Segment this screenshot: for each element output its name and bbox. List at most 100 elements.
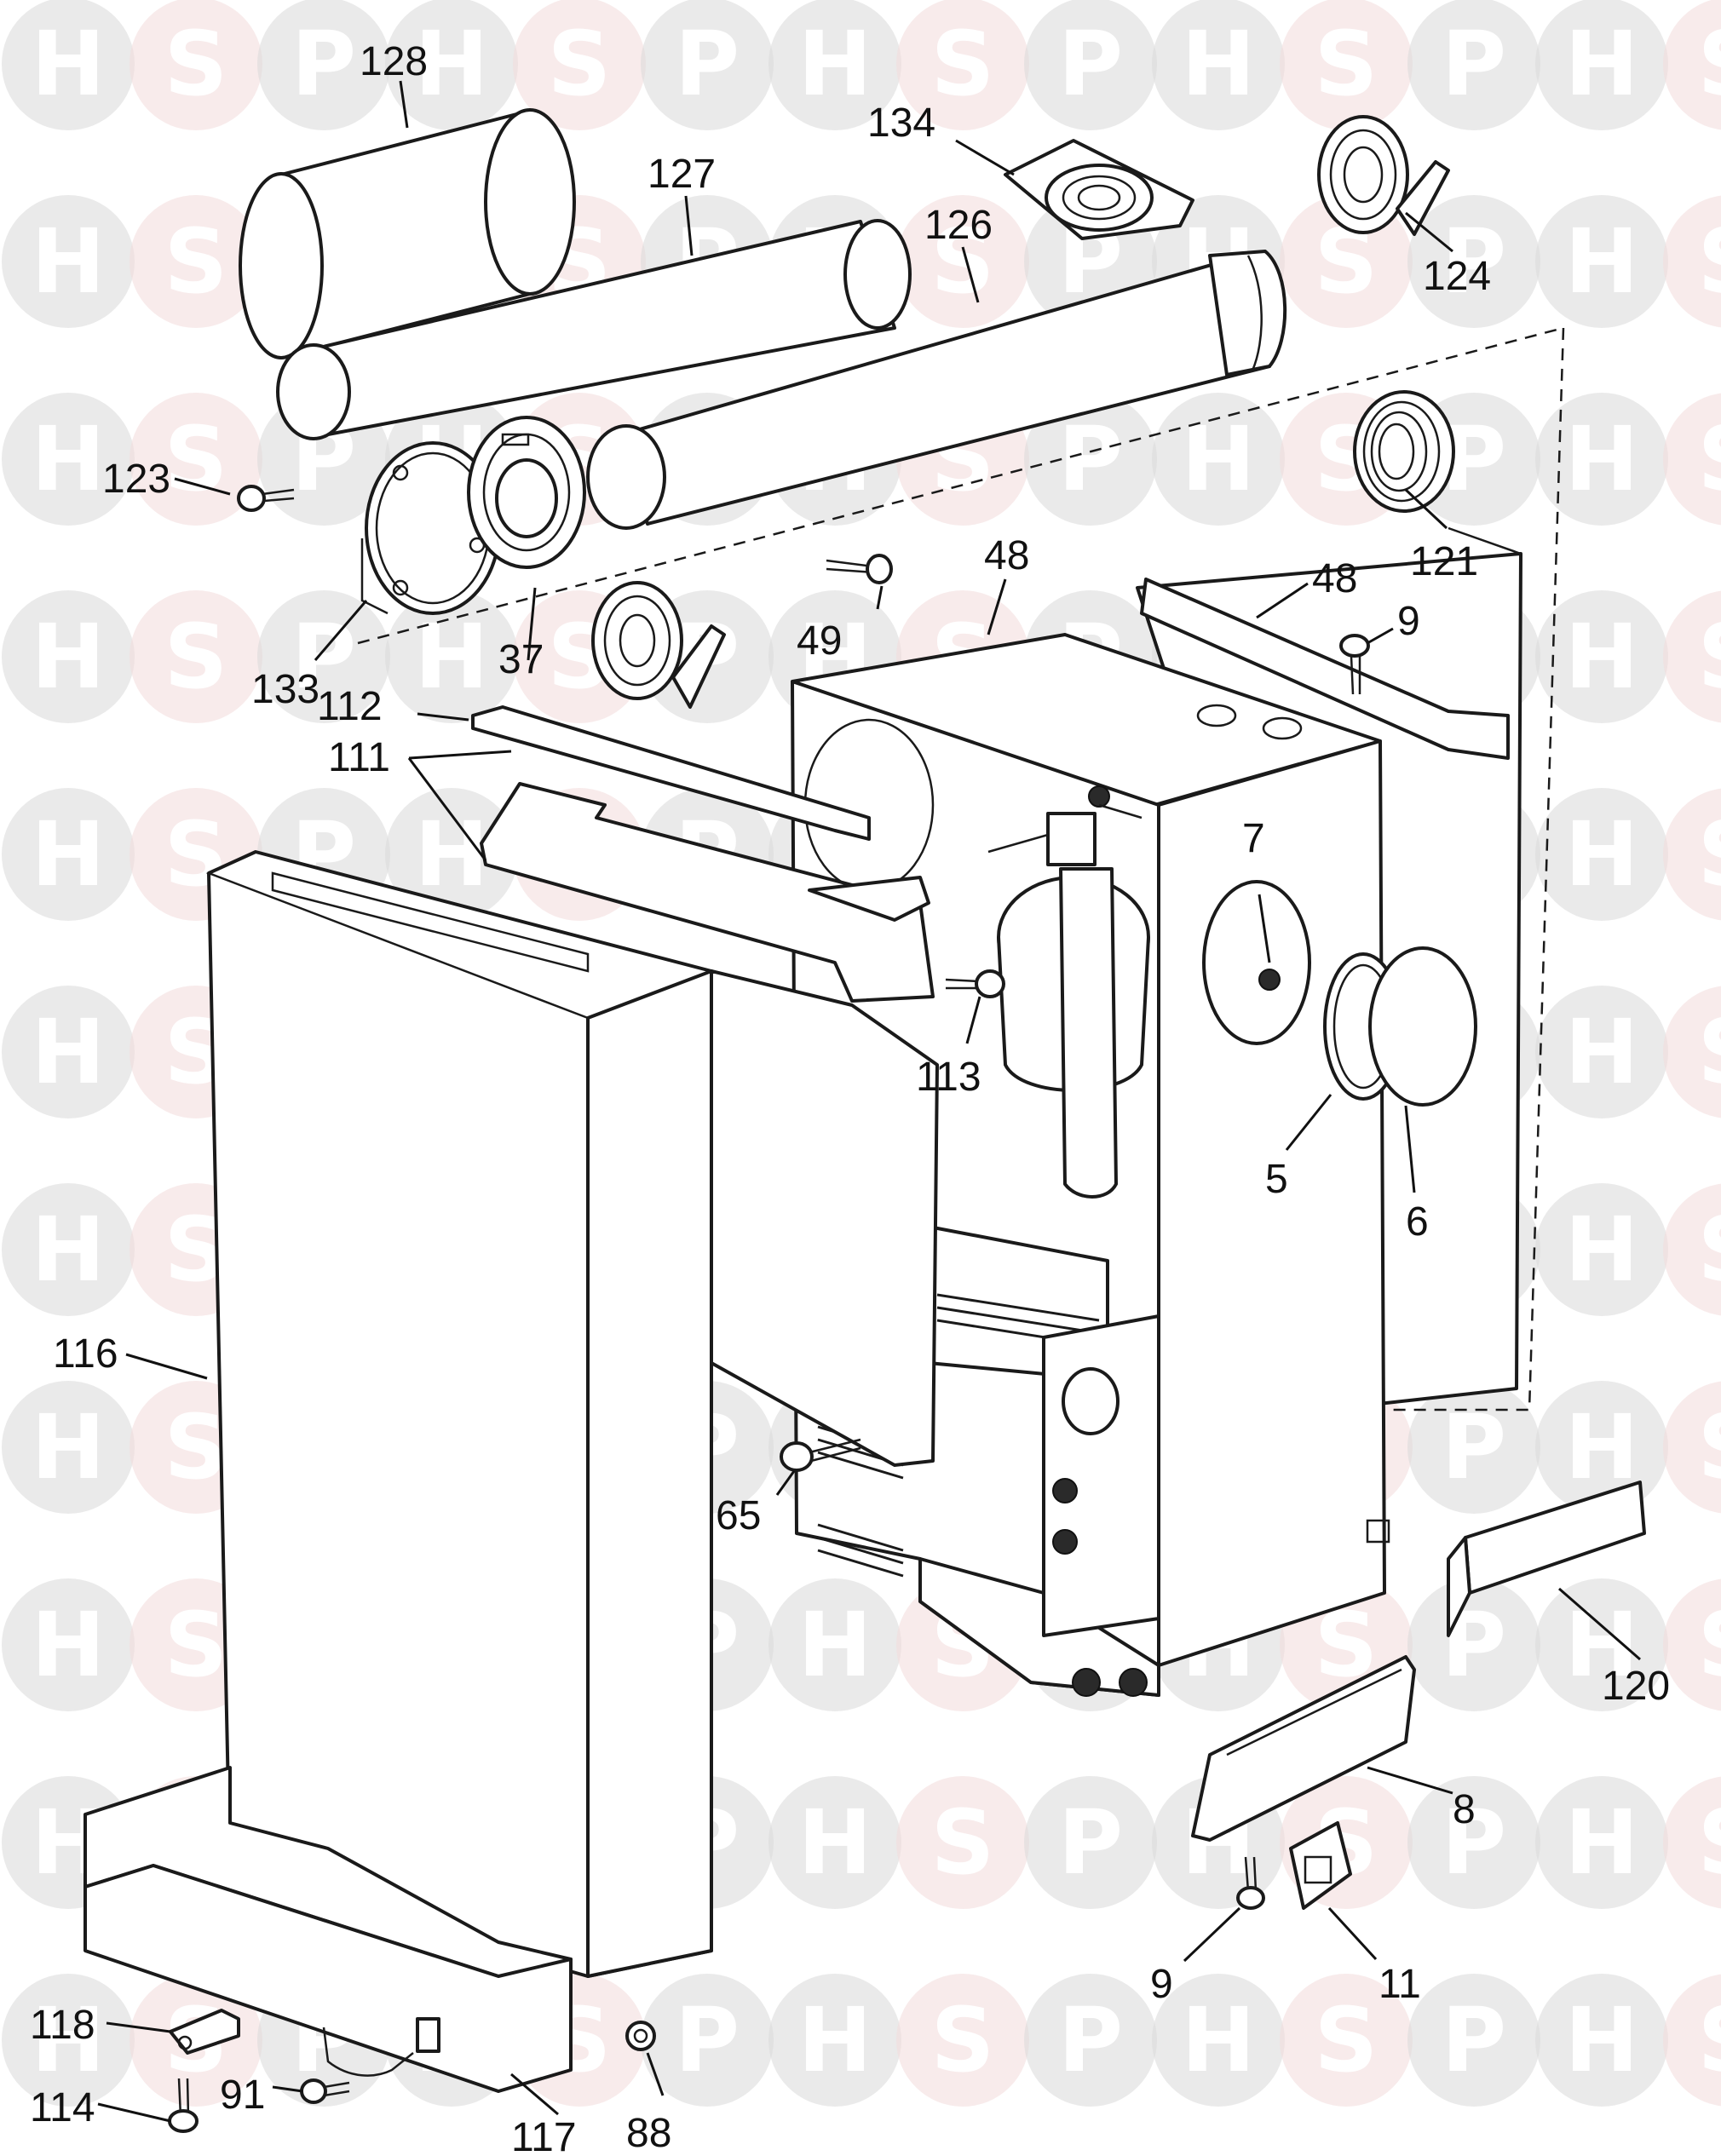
label-112: 112 [317,684,383,729]
watermark-letter: P [675,1988,740,2092]
watermark-letter: P [1058,1791,1123,1894]
watermark-letter: H [31,605,105,709]
cover-6 [1368,946,1477,1107]
watermark-letter: S [1698,1198,1721,1302]
tape-roll-middle [591,581,726,709]
label-5: 5 [1265,1157,1288,1202]
watermark-circle [1280,0,1413,130]
watermark-letter: S [931,12,995,116]
watermark-circle [1407,195,1540,328]
watermark-circle [1663,1578,1721,1711]
watermark-circle [641,0,774,130]
label-8: 8 [1453,1787,1476,1832]
watermark-letter: H [1564,802,1638,906]
watermark-circle [1024,1776,1157,1909]
bracket-111 [480,782,935,1003]
watermark-letter: S [1315,1988,1379,2092]
watermark-circle [1024,393,1157,526]
wall-template-outline [357,326,1565,1411]
label-123: 123 [102,457,170,502]
watermark-letter: H [31,210,105,313]
inner-door-panel [710,969,939,1467]
watermark-circle [2,0,135,130]
label-127: 127 [648,152,716,197]
watermark-letter: H [1564,210,1638,313]
watermark-letter: H [1564,12,1638,116]
watermark-letter: P [291,12,356,116]
screw-9-bottom [1236,1856,1265,1910]
label-9-bottom: 9 [1150,1962,1173,2007]
watermark-circle [2,393,135,526]
watermark-letter: H [1564,407,1638,511]
watermark-letter: S [164,12,228,116]
watermark-letter: S [1698,1988,1721,2092]
watermark-letter: H [414,605,488,709]
watermark-letter: H [31,12,105,116]
watermark-circle [385,788,518,921]
watermark-letter: S [1698,1395,1721,1499]
watermark-circle [1407,1578,1540,1711]
watermark-circle [768,1578,901,1711]
label-9-top: 9 [1397,599,1420,644]
watermark-letter: S [1698,407,1721,511]
clip-118 [169,2009,240,2055]
watermark-letter: S [1315,12,1379,116]
label-134: 134 [867,101,935,146]
watermark-circle [1663,195,1721,328]
watermark-circle [1535,393,1668,526]
screw-9-top [1339,634,1370,695]
watermark-circle [2,788,135,921]
label-48-side: 48 [1312,556,1357,601]
watermark-letter: H [1564,605,1638,709]
watermark-circle [1663,0,1721,130]
watermark-circle [257,590,390,723]
label-91: 91 [220,2073,265,2118]
watermark-circle [1152,0,1285,130]
watermark-circle [768,1974,901,2107]
watermark-circle [1535,590,1668,723]
watermark-circle [896,195,1029,328]
label-113: 113 [916,1055,981,1100]
watermark-letter: H [797,12,872,116]
watermark-circle [1407,1776,1540,1909]
watermark-letter: S [1698,605,1721,709]
watermark-letter: H [1181,407,1255,511]
label-49: 49 [797,618,842,664]
watermark-letter: S [931,1791,995,1894]
watermark-circle [130,393,262,526]
watermark-letter: H [414,12,488,116]
watermark-letter: S [931,1988,995,2092]
watermark-letter: H [1181,1988,1255,2092]
watermark-circle [768,0,901,130]
watermark-circle [513,0,646,130]
label-128: 128 [360,39,428,84]
watermark-letter: S [1698,802,1721,906]
label-117: 117 [511,2115,577,2156]
watermark-letter: S [1698,1000,1721,1104]
watermark-letter: S [1698,1791,1721,1894]
nut-88 [625,2021,656,2051]
watermark-letter: P [1442,1395,1506,1499]
watermark-circle [2,1578,135,1711]
watermark-letter: H [1564,1791,1638,1894]
front-vent-lower [817,1523,904,1578]
label-11: 11 [1379,1962,1421,2007]
screw-113 [945,969,1005,998]
watermark-circle [2,590,135,723]
watermark-circle [1663,590,1721,723]
watermark-letter: H [1564,1198,1638,1302]
watermark-letter: S [164,1593,228,1697]
label-88: 88 [626,2111,671,2156]
watermark-letter: H [1564,1000,1638,1104]
side-trim-120 [1447,1480,1646,1637]
watermark-letter: H [414,802,488,906]
watermark-letter: H [1564,1988,1638,2092]
watermark-letter: H [31,1198,105,1302]
watermark-circle [130,195,262,328]
label-133: 133 [251,667,319,712]
watermark-circle [1663,1776,1721,1909]
watermark-circle [1663,1974,1721,2107]
watermark-circle [1407,1381,1540,1514]
watermark-letter: P [1442,12,1506,116]
